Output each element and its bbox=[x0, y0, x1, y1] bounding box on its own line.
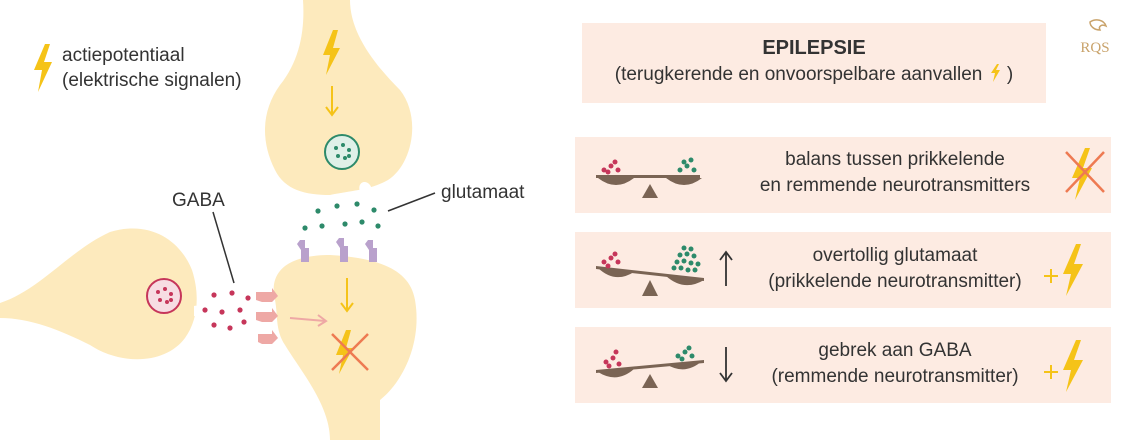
gaba-molecules bbox=[202, 290, 251, 331]
action-potential-bolt-icon bbox=[323, 30, 340, 75]
glutamate-label: glutamaat bbox=[441, 182, 525, 203]
glutamate-heavy-scale-icon bbox=[596, 245, 704, 296]
card-lack-gaba-text: gebrek aan GABA (remmende neurotransmitt… bbox=[771, 340, 1019, 387]
title-box: EPILEPSIE (terugkerende en onvoorspelbar… bbox=[582, 23, 1046, 103]
glutamate-receptors bbox=[297, 238, 377, 262]
left-neuron bbox=[0, 228, 197, 360]
glutamate-vesicle bbox=[324, 134, 360, 170]
upper-neuron bbox=[264, 0, 413, 195]
inhibition-arrow-icon bbox=[289, 314, 328, 327]
glutamate-molecules bbox=[302, 201, 381, 231]
blocked-bolt-icon bbox=[336, 330, 353, 374]
rqs-logo: RQS bbox=[1068, 18, 1122, 64]
legend-action-potential: actiepotentiaal (elektrische signalen) bbox=[62, 45, 242, 91]
subtitle-bolt-icon bbox=[990, 64, 1000, 82]
gaba-vesicle bbox=[146, 278, 182, 314]
logo-emblem-icon: RQS bbox=[1080, 19, 1110, 56]
up-arrow-icon bbox=[719, 250, 733, 286]
card-excess-glutamate bbox=[575, 232, 1111, 308]
cross-icon bbox=[331, 333, 369, 371]
card-excess-glutamate-text: overtollig glutamaat (prikkelende neurot… bbox=[768, 245, 1022, 292]
glutamate-leader-line bbox=[387, 192, 436, 212]
balanced-scale-icon bbox=[596, 157, 702, 198]
signal-down-arrow-2-icon bbox=[340, 278, 354, 313]
card2-plus-bolt-icon bbox=[1044, 244, 1083, 296]
gaba-receptors bbox=[256, 288, 278, 344]
legend-bolt-icon bbox=[34, 44, 52, 92]
page-title: EPILEPSIE bbox=[762, 37, 866, 59]
svg-text:RQS: RQS bbox=[1080, 40, 1109, 56]
down-arrow-icon bbox=[719, 347, 733, 383]
page-subtitle: (terugkerende en onvoorspelbare aanvalle… bbox=[614, 64, 1014, 85]
gaba-leader-line bbox=[212, 211, 235, 284]
card1-cross-icon bbox=[1065, 151, 1105, 193]
card3-plus-bolt-icon bbox=[1044, 340, 1083, 392]
card-balance-text: balans tussen prikkelende en remmende ne… bbox=[759, 149, 1031, 196]
gaba-label: GABA bbox=[172, 190, 225, 211]
signal-down-arrow-icon bbox=[325, 86, 339, 117]
gaba-light-scale-icon bbox=[596, 345, 704, 388]
